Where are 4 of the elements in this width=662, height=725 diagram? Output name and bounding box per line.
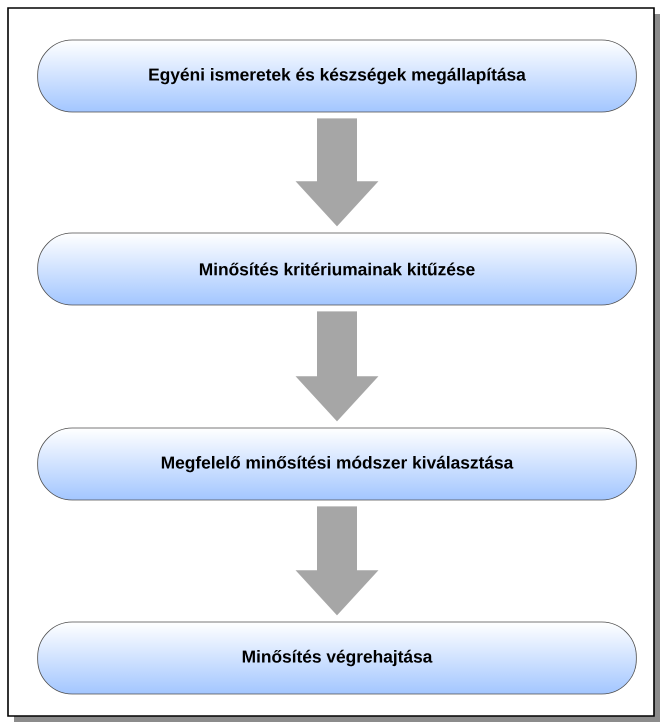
process-box: Megfelelő minősítési módszer kiválasztása [37,428,637,500]
process-box: Minősítés végrehajtása [37,622,637,694]
process-box: Egyéni ismeretek és készségek megállapítása [37,40,637,112]
process-box: Minősítés kritériumainak kitűzése [37,232,637,306]
